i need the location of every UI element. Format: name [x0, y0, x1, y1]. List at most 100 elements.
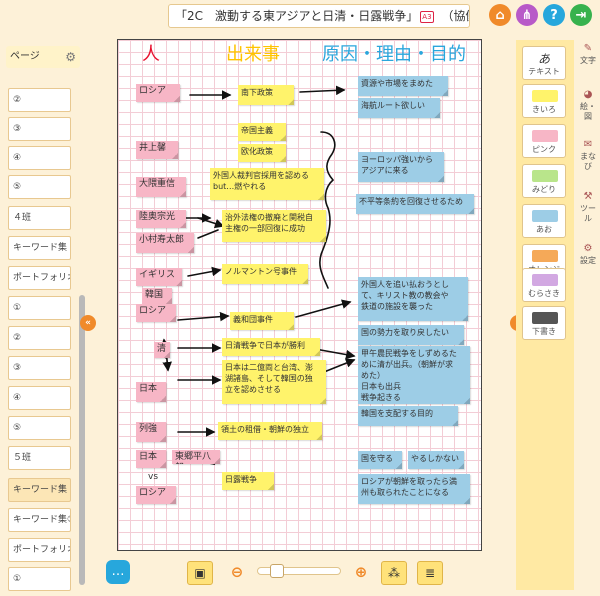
- tab-tools[interactable]: ⚒ツール: [578, 192, 598, 224]
- title-text: 「2C 激動する東アジアと日清・日露戦争」: [175, 9, 419, 23]
- swatch-label: ピンク: [532, 145, 556, 154]
- sticky-note[interactable]: 国の勢力を取り戻したい: [358, 325, 464, 345]
- page-list-header: ページ ⚙: [6, 46, 80, 68]
- sticky-note[interactable]: 治外法権の撤廃と関税自 主権の一部回復に成功: [222, 210, 326, 242]
- arrow: [197, 217, 225, 229]
- sticky-note[interactable]: ロシアが朝鮮を取ったら満 州も取られたことになる: [358, 474, 470, 504]
- sticky-note[interactable]: 日清戦争で日本が勝利: [222, 338, 320, 356]
- tab-text[interactable]: ✎文字: [578, 44, 598, 66]
- logout-icon[interactable]: ⇥: [570, 4, 592, 26]
- sticky-note[interactable]: 陸奥宗光: [136, 210, 186, 228]
- arrange-icon[interactable]: ⁂: [381, 561, 407, 585]
- tab-settings[interactable]: ⚙設定: [578, 244, 598, 266]
- sticky-note[interactable]: ヨーロッパ強いから アジアに来る: [358, 152, 444, 182]
- arrow: [187, 266, 222, 277]
- sticky-note[interactable]: 韓国を支配する目的: [358, 406, 458, 426]
- help-icon[interactable]: ?: [543, 4, 565, 26]
- sticky-note[interactable]: ロシア: [136, 304, 176, 322]
- app-header: 「2C 激動する東アジアと日清・日露戦争」A3（協働学習中） ⌂ ⋔ ? ⇥: [0, 0, 600, 32]
- text-tool-button[interactable]: あ テキスト: [522, 46, 566, 80]
- arrow: [295, 299, 352, 318]
- page-item[interactable]: ③: [8, 117, 71, 141]
- worksheet-canvas[interactable]: 人 出来事 原因・理由・目的 ロシア 南下政策 資源や市場をまめた 海航ルート欲…: [117, 39, 482, 551]
- sticky-note[interactable]: 資源や市場をまめた: [358, 76, 448, 96]
- page-item[interactable]: ⑤: [8, 175, 71, 199]
- sticky-note[interactable]: 外国人裁判官採用を認める but…燃やれる: [210, 168, 324, 200]
- sticky-pink-button[interactable]: ピンク: [522, 124, 566, 158]
- page-item-selected[interactable]: キーワード集: [8, 478, 71, 502]
- sticky-note[interactable]: 日本は二億両と台湾、澎 湖諸島、そして韓国の独 立を認めさせる: [222, 360, 326, 404]
- sticky-note[interactable]: 甲午農民戦争をしずめるた めに清が出兵。（朝鮮が求 めた） 日本も出兵 戦争起き…: [358, 346, 470, 404]
- layers-icon[interactable]: ≣: [417, 561, 443, 585]
- text-tool-label: テキスト: [528, 67, 560, 76]
- sticky-note[interactable]: ノルマントン号事件: [222, 264, 308, 284]
- page-item[interactable]: キーワード集: [8, 236, 71, 260]
- page-list-scrollbar[interactable]: [79, 295, 85, 585]
- gear-icon[interactable]: ⚙: [65, 50, 76, 64]
- page-item[interactable]: キーワード集②: [8, 508, 71, 532]
- bracket-curve: [319, 131, 336, 289]
- sticky-note[interactable]: 不平等条約を回復させるため: [356, 194, 474, 214]
- page-item[interactable]: ③: [8, 356, 71, 380]
- zoom-in-icon[interactable]: ⊕: [354, 563, 368, 581]
- sticky-note[interactable]: 国を守る: [358, 451, 402, 469]
- page-item[interactable]: ①: [8, 296, 71, 320]
- sticky-green-button[interactable]: みどり: [522, 164, 566, 198]
- cause-heading: 原因・理由・目的: [322, 44, 466, 65]
- swatch-label: きいろ: [532, 105, 556, 114]
- swatch-label: むらさき: [528, 289, 560, 298]
- sticky-note[interactable]: ロシア: [136, 84, 180, 102]
- page-item[interactable]: ポートフォリオ: [8, 266, 71, 290]
- sticky-note[interactable]: やるしかない: [408, 451, 464, 469]
- sticky-swatch: [532, 170, 558, 182]
- sticky-yellow-button[interactable]: きいろ: [522, 84, 566, 118]
- page-item[interactable]: ①: [8, 567, 71, 591]
- sticky-note[interactable]: 列強: [136, 422, 166, 442]
- a3-badge: A3: [420, 10, 434, 23]
- sticky-note[interactable]: 海航ルート欲しい: [358, 98, 440, 118]
- sticky-note[interactable]: 日露戦争: [222, 472, 274, 490]
- sticky-note[interactable]: 小村寿太郎: [136, 233, 194, 253]
- arrow: [197, 229, 219, 239]
- sticky-note[interactable]: 帝国主義: [238, 123, 286, 141]
- sticky-note[interactable]: 欧化政策: [238, 144, 286, 162]
- tab-label: ツール: [580, 204, 596, 223]
- sticky-note[interactable]: ロシア: [136, 486, 176, 504]
- home-icon[interactable]: ⌂: [489, 4, 511, 26]
- sticky-note[interactable]: 領土の租借・朝鮮の独立: [218, 422, 322, 440]
- fit-page-icon[interactable]: ▣: [187, 561, 213, 585]
- collapse-left-icon[interactable]: «: [80, 315, 96, 331]
- zoom-slider[interactable]: [257, 564, 341, 578]
- zoom-out-icon[interactable]: ⊖: [230, 563, 244, 581]
- sticky-blue-button[interactable]: あお: [522, 204, 566, 238]
- group-icon[interactable]: ⋔: [516, 4, 538, 26]
- zoom-slider-handle[interactable]: [270, 564, 284, 578]
- sticky-note[interactable]: 井上馨: [136, 141, 178, 159]
- sticky-note[interactable]: 清: [154, 342, 170, 358]
- sticky-note[interactable]: 南下政策: [238, 85, 294, 105]
- sticky-note[interactable]: 韓国: [142, 288, 172, 304]
- sticky-note[interactable]: イギリス: [136, 268, 182, 286]
- tab-learning[interactable]: ✉まなび: [578, 140, 598, 172]
- gear-icon: ⚙: [583, 243, 593, 254]
- page-item[interactable]: ②: [8, 88, 71, 112]
- tab-drawing[interactable]: ◕絵・図: [578, 90, 598, 122]
- sticky-note[interactable]: 大隈重信: [136, 177, 186, 197]
- draft-button[interactable]: 下書き: [522, 306, 566, 340]
- page-item[interactable]: ⑤: [8, 416, 71, 440]
- page-item[interactable]: ④: [8, 386, 71, 410]
- sticky-purple-button[interactable]: むらさき: [522, 268, 566, 302]
- page-item[interactable]: ５班: [8, 446, 71, 470]
- swatch-label: みどり: [532, 185, 556, 194]
- sticky-note[interactable]: 義和団事件: [230, 312, 294, 330]
- sticky-note[interactable]: 日本: [136, 450, 166, 468]
- sticky-note[interactable]: 外国人を追い払おうとし て、キリスト教の教会や 鉄道の施設を襲った: [358, 277, 468, 321]
- sticky-note[interactable]: 日本: [136, 382, 166, 402]
- page-item[interactable]: ポートフォリオ: [8, 538, 71, 562]
- chat-button[interactable]: …: [106, 560, 130, 584]
- page-item[interactable]: ②: [8, 326, 71, 350]
- swatch-label: 下書き: [532, 327, 556, 336]
- sticky-note[interactable]: 東郷平八郎: [172, 450, 220, 464]
- page-item[interactable]: ④: [8, 146, 71, 170]
- page-item[interactable]: ４班: [8, 206, 71, 230]
